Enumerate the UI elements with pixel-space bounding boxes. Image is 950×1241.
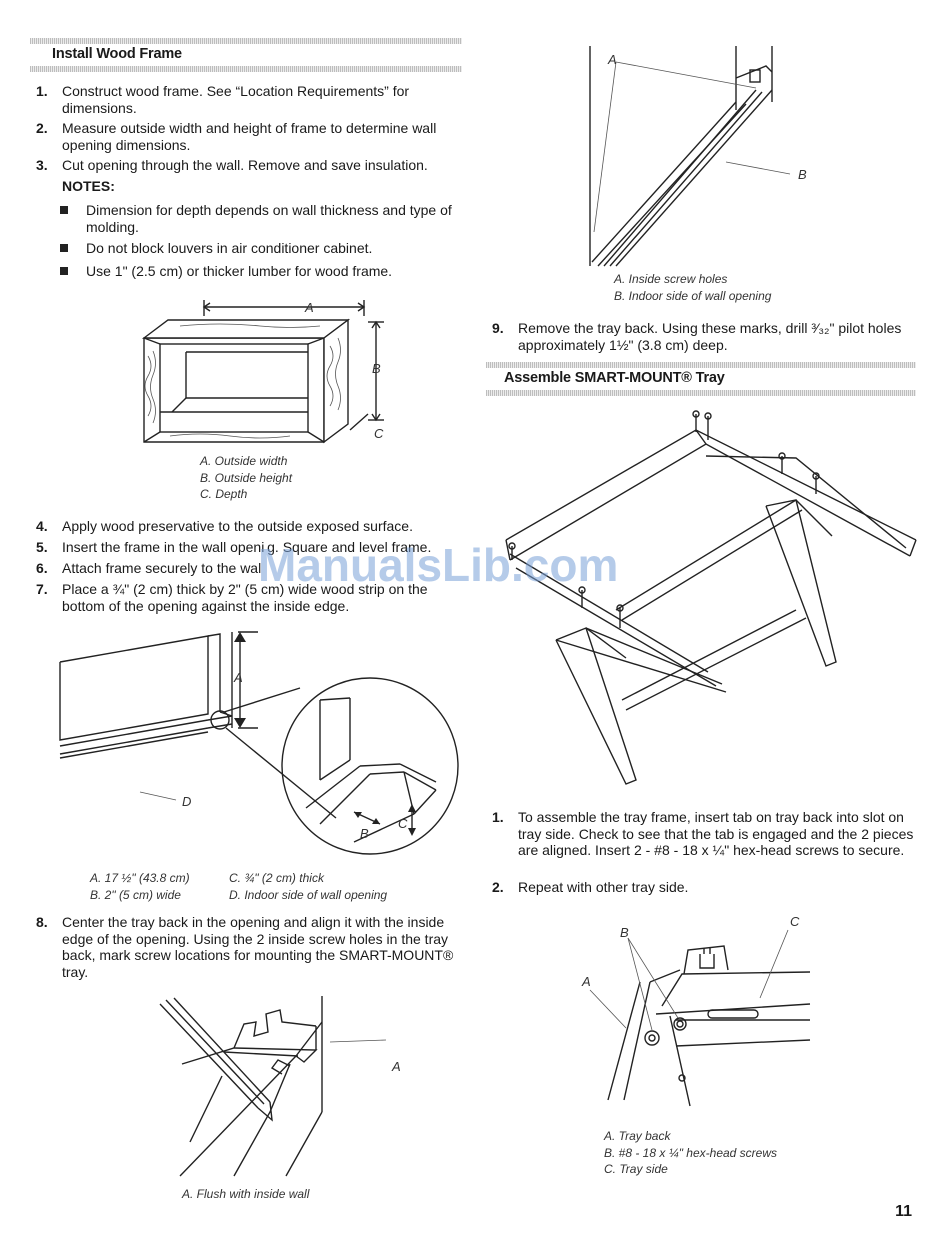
step-1: 1. Construct wood frame. See “Location R… [30,83,462,116]
label-a: A [581,974,591,989]
note-text: Dimension for depth depends on wall thic… [86,202,452,235]
step-number: 6. [36,560,48,576]
hole-figure-captions: A. Inside screw holes B. Indoor side of … [614,271,771,304]
step-text: Cut opening through the wall. Remove and… [62,157,428,173]
wood-strip-illustration: A B C D [59,631,459,855]
caption-a: A. Inside screw holes [614,272,728,286]
caption-b: B. 2" (5 cm) wide [90,887,181,902]
step-number: 1. [36,83,48,99]
screw-figure-captions: A. Tray back B. #8 - 18 x ¼" hex-head sc… [604,1128,777,1178]
step-text: Repeat with other tray side. [518,879,689,895]
page-number: 11 [895,1203,912,1220]
step-number: 9. [492,320,504,336]
label-b: B [372,361,381,376]
mark-figure-caption: A. Flush with inside wall [182,1187,310,1201]
section-title: Assemble SMART-MOUNT® Tray [504,370,725,386]
step-number: 1. [492,809,504,825]
label-c: C [790,914,800,929]
step-6: 6. Attach frame securely to the wal [30,560,462,577]
note-bullet: Do not block louvers in air conditioner … [60,240,462,257]
bullet-square-icon [60,267,68,275]
notes-label: NOTES: [62,178,115,194]
note-bullet: Use 1" (2.5 cm) or thicker lumber for wo… [60,263,462,280]
label-b: B [360,826,369,841]
tray-mark-illustration: A [159,996,401,1177]
bullet-square-icon [60,206,68,214]
step-number: 7. [36,581,48,597]
step-text: Place a ¾" (2 cm) thick by 2" (5 cm) wid… [62,581,428,614]
caption-b: B. #8 - 18 x ¼" hex-head screws [604,1145,778,1160]
label-b: B [798,167,807,182]
wood-frame-illustration: A B C [141,300,384,444]
step-text: Center the tray back in the opening and … [62,914,454,980]
section-header-assemble-tray: Assemble SMART-MOUNT® Tray [486,362,916,396]
caption-b: B. Outside height [200,470,293,485]
caption-b: B. Indoor side of wall opening [614,288,772,303]
step-7: 7. Place a ¾" (2 cm) thick by 2" (5 cm) … [30,581,462,614]
step-number: 5. [36,539,48,555]
caption-c: C. Depth [200,487,248,501]
label-a: A [607,52,617,67]
label-c: C [398,816,408,831]
step-text: Remove the tray back. Using these marks,… [518,320,902,353]
step-number: 4. [36,518,48,534]
section-title: Install Wood Frame [52,46,182,62]
label-a: A [391,1059,401,1074]
step-3: 3. Cut opening through the wall. Remove … [30,157,462,174]
caption-c: C. Tray side [604,1162,668,1176]
watermark: ManualsLib.com [258,539,619,591]
step-text: Construct wood frame. See “Location Requ… [62,83,410,116]
step-number: 2. [492,879,504,895]
step-text: Measure outside width and height of fram… [62,120,437,153]
screw-holes-illustration: A B [589,46,807,267]
step-4: 4. Apply wood preservative to the outsid… [30,518,462,535]
label-d: D [182,794,191,809]
step-5: 5. Insert the frame in the wall openi g.… [30,539,462,556]
caption-c: C. ¾" (2 cm) thick [229,871,324,885]
note-bullet: Dimension for depth depends on wall thic… [60,202,462,235]
hex-screws-illustration: B A C [581,914,811,1107]
label-a: A [233,670,243,685]
frame-figure-captions: A. Outside width B. Outside height C. De… [200,453,292,503]
step-text: Attach frame securely to the wal [62,560,262,576]
label-b: B [620,925,629,940]
caption-a: A. Outside width [200,454,288,468]
label-a: A [304,300,314,315]
step-9: 9. Remove the tray back. Using these mar… [486,320,916,353]
bullet-square-icon [60,244,68,252]
caption-d: D. Indoor side of wall opening [229,887,388,902]
assemble-step-2: 2. Repeat with other tray side. [486,879,916,896]
step-8: 8. Center the tray back in the opening a… [30,914,462,980]
step-text: Insert the frame in the wall openi g. Sq… [62,539,432,555]
note-text: Use 1" (2.5 cm) or thicker lumber for wo… [86,263,393,279]
step-text: Apply wood preservative to the outside e… [62,518,413,534]
step-2: 2. Measure outside width and height of f… [30,120,462,153]
label-c: C [374,426,384,441]
step-number: 2. [36,120,48,136]
section-header-install-wood-frame: Install Wood Frame [30,38,462,72]
step-text: To assemble the tray frame, insert tab o… [518,809,914,858]
step-number: 3. [36,157,48,173]
caption-a: A. 17 ½" (43.8 cm) [90,871,190,885]
assemble-step-1: 1. To assemble the tray frame, insert ta… [486,809,916,859]
caption-a: A. Tray back [604,1129,671,1143]
note-text: Do not block louvers in air conditioner … [86,240,373,256]
strip-caption-col-1: A. 17 ½" (43.8 cm) B. 2" (5 cm) wide [90,870,190,903]
step-number: 8. [36,914,48,930]
strip-caption-col-2: C. ¾" (2 cm) thick D. Indoor side of wal… [229,870,387,903]
tray-assembly-illustration [505,410,917,785]
